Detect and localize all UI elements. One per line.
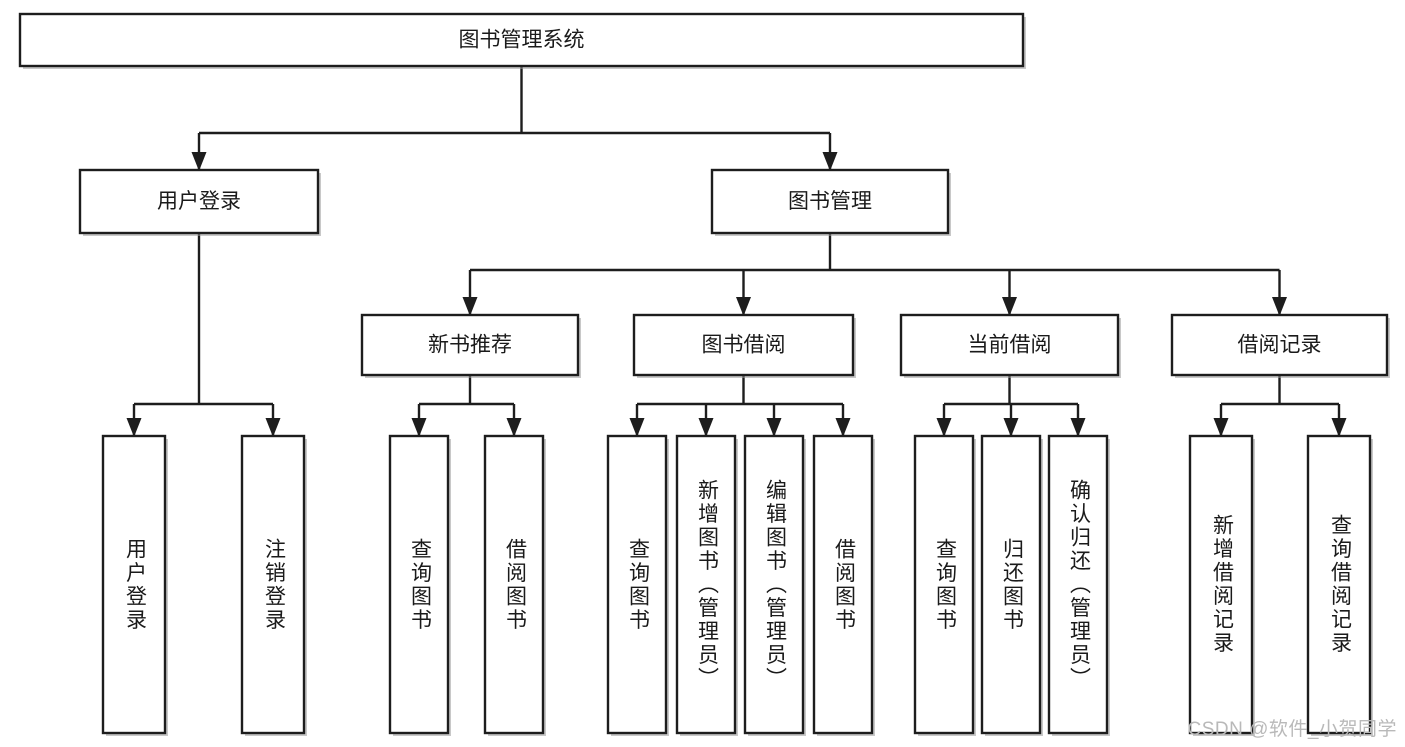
node-label: 图书管理 [788,190,872,213]
node-label: 借阅记录 [1238,334,1322,357]
leaf-node-2[interactable] [240,434,307,736]
connectors-layer [126,66,1347,437]
level3-node-1[interactable]: 新书推荐 [360,313,581,378]
arrow-head-icon [1003,418,1019,437]
arrow-head-icon [766,418,782,437]
arrow-head-icon [835,418,851,437]
arrow-head-icon [126,418,142,437]
leaf-node-6[interactable] [675,434,738,736]
level3-node-4[interactable]: 借阅记录 [1170,313,1390,378]
leaf-node-7[interactable] [743,434,806,736]
arrow-head-icon [936,418,952,437]
leaf-node-5[interactable] [606,434,669,736]
level3-node-2[interactable]: 图书借阅 [632,313,856,378]
arrow-head-icon [1213,418,1229,437]
arrow-head-icon [462,297,478,316]
node-label: 图书管理系统 [459,29,585,52]
node-label: 图书借阅 [702,334,786,357]
arrow-head-icon [822,152,838,171]
leaf-node-12[interactable] [1188,434,1255,736]
csdn-watermark: CSDN @软件_小贺同学 [1187,719,1397,740]
node-label: 新书推荐 [428,334,512,357]
arrow-head-icon [1331,418,1347,437]
arrow-head-icon [698,418,714,437]
leaf-node-11[interactable] [1047,434,1110,736]
arrow-head-icon [1002,297,1017,316]
arrow-head-icon [629,418,645,437]
level3-node-3[interactable]: 当前借阅 [899,313,1121,378]
root-node-book-management-system[interactable]: 图书管理系统 [18,12,1026,69]
leaf-node-1[interactable] [101,434,168,736]
node-label: 当前借阅 [968,334,1052,357]
leaf-node-9[interactable] [913,434,976,736]
node-label: 用户登录 [157,190,241,213]
arrow-head-icon [191,152,207,171]
leaf-node-8[interactable] [812,434,875,736]
leaf-node-4[interactable] [483,434,546,736]
arrow-head-icon [411,418,427,437]
arrow-head-icon [265,418,281,437]
leaf-node-3[interactable] [388,434,451,736]
arrow-head-icon [506,418,522,437]
level2-node-1[interactable]: 用户登录 [78,168,321,236]
arrow-head-icon [736,297,751,316]
arrow-head-icon [1070,418,1086,437]
leaf-node-10[interactable] [980,434,1043,736]
leaf-node-13[interactable] [1306,434,1373,736]
level2-node-2[interactable]: 图书管理 [710,168,951,236]
arrow-head-icon [1272,297,1287,316]
